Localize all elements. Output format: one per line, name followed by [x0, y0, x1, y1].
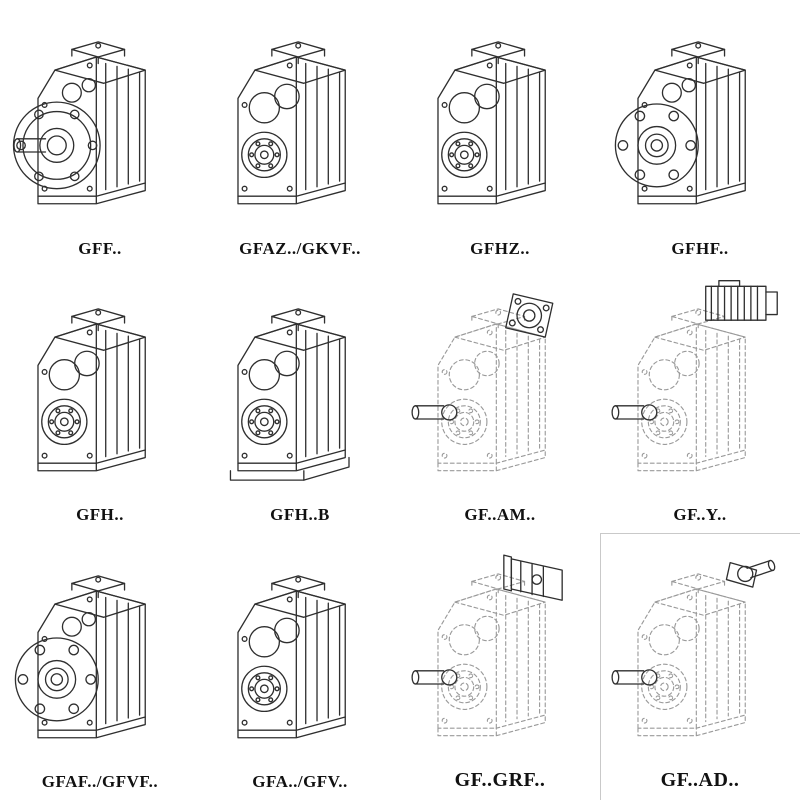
gearbox-cell-gf-y: GF..Y..: [600, 267, 800, 534]
gearbox-illustration-icon: [6, 8, 194, 232]
gearbox-model-label: GFAZ../GKVF..: [239, 238, 361, 258]
gearbox-cell-gfaf-gfvf: GFAF../GFVF..: [0, 533, 200, 800]
gearbox-model-label: GFAF../GFVF..: [41, 771, 159, 791]
gearbox-model-label: GFH..B: [270, 505, 330, 525]
gearbox-illustration-icon: [606, 8, 794, 232]
gearbox-cell-gff: GFF..: [0, 0, 200, 267]
gearbox-cell-gfh: GFH..: [0, 267, 200, 534]
gearbox-illustration-icon: [6, 275, 194, 499]
gearbox-illustration-icon: [6, 542, 194, 766]
gearbox-cell-gfa-gfv: GFA../GFV..: [200, 533, 400, 800]
gearbox-drawing: [202, 271, 398, 504]
gearbox-illustration-icon: [406, 540, 594, 764]
gearbox-cell-gfaz-gkvf: GFAZ../GKVF..: [200, 0, 400, 267]
gearbox-drawing: [402, 537, 598, 767]
gearbox-cell-gf-am: GF..AM..: [400, 267, 600, 534]
gearbox-illustration-icon: [606, 275, 794, 499]
gearbox-model-label: GFHF..: [671, 238, 729, 258]
gearbox-cell-gfh-b: GFH..B: [200, 267, 400, 534]
gearbox-drawing: [202, 537, 398, 770]
gearbox-drawing: [402, 271, 598, 504]
gearbox-model-label: GF..AD..: [660, 768, 740, 791]
gearbox-illustration-icon: [206, 275, 394, 499]
gearbox-model-label: GFH..: [76, 505, 124, 525]
gearbox-cell-gfhf: GFHF..: [600, 0, 800, 267]
gearbox-illustration-icon: [606, 540, 794, 764]
gearbox-drawing: [2, 271, 198, 504]
gearbox-illustration-icon: [206, 8, 394, 232]
gearbox-cell-gfhz: GFHZ..: [400, 0, 600, 267]
gearbox-model-label: GFA../GFV..: [252, 771, 348, 791]
gearbox-drawing: [202, 4, 398, 237]
gearbox-model-label: GFHZ..: [470, 238, 530, 258]
gearbox-illustration-icon: [406, 8, 594, 232]
gearbox-cell-gf-ad: GF..AD..: [600, 533, 800, 800]
gearbox-drawing: [602, 271, 798, 504]
gearbox-model-label: GF..Y..: [673, 505, 727, 525]
gearbox-drawing: [602, 537, 798, 767]
gearbox-drawing: [402, 4, 598, 237]
gearbox-illustration-icon: [206, 542, 394, 766]
gearbox-drawing: [602, 4, 798, 237]
gearbox-drawing: [2, 537, 198, 770]
gearbox-drawing: [2, 4, 198, 237]
gearbox-model-label: GF..AM..: [464, 505, 536, 525]
gearbox-illustration-icon: [406, 275, 594, 499]
gearbox-model-label: GF..GRF..: [454, 768, 546, 791]
gearbox-cell-gf-grf: GF..GRF..: [400, 533, 600, 800]
gearbox-model-label: GFF..: [78, 238, 122, 258]
